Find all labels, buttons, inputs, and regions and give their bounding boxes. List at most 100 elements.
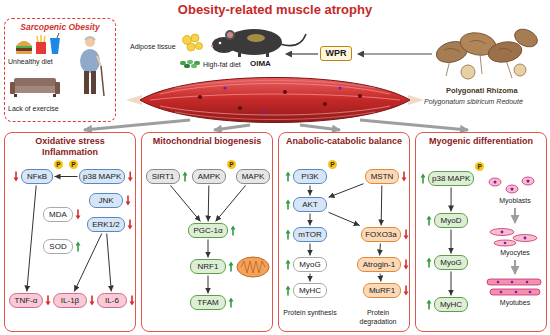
outcome-label: Protein synthesis — [280, 308, 340, 317]
elderly-person-icon — [80, 49, 100, 73]
arrow-connector — [208, 276, 209, 294]
node-text: MyHC — [297, 285, 323, 296]
rhizome-illustration — [487, 39, 524, 65]
muscle-cell-icons — [522, 177, 534, 185]
change-arrow — [427, 258, 432, 268]
phosphorylation-mark: P — [54, 160, 63, 169]
molecule-box: MyHC — [293, 283, 327, 298]
change-arrow — [286, 230, 291, 240]
pathway-arrows — [300, 125, 340, 130]
rhizome-illustration — [506, 60, 512, 78]
change-arrow — [427, 258, 432, 262]
molecule-box: NFκB — [21, 169, 53, 184]
mitochondrion-icon — [241, 261, 265, 273]
arrow-connector — [208, 240, 209, 258]
panel-box: Mitochondrial biogenesisSIRT1AMPKMAPKPGC… — [141, 132, 273, 332]
change-arrow — [287, 203, 289, 210]
change-arrow — [129, 172, 131, 179]
rhizome-illustration — [480, 54, 482, 74]
panel-heading: Anabolic-catabolic balance — [279, 133, 409, 147]
change-arrow — [129, 220, 131, 227]
molecule-box: MAPK — [236, 169, 270, 184]
couch-icon — [14, 78, 56, 87]
change-arrow — [76, 242, 81, 252]
molecule-box: MyoG — [293, 257, 327, 272]
change-arrow — [47, 296, 49, 303]
molecule-box: p38 MAPK — [428, 171, 474, 186]
change-arrow — [130, 302, 135, 306]
arrow-connector — [451, 188, 452, 212]
molecule-box: NRF1 — [190, 259, 226, 274]
panel-box: Anabolic-catabolic balancePI3KMSTNAKTmTO… — [278, 132, 410, 332]
annotation-label: Lack of exercise — [8, 104, 59, 113]
node-text: AKT — [297, 199, 323, 210]
node-text: FOXO3a — [365, 229, 397, 240]
change-arrow — [404, 292, 409, 296]
muscle-illustration — [175, 81, 375, 89]
node-text: ERK1/2 — [91, 219, 121, 230]
change-arrow — [427, 300, 432, 304]
change-arrow — [230, 301, 232, 308]
change-arrow — [183, 172, 188, 176]
mitochondrion-icon — [237, 257, 269, 277]
muscle-illustration — [126, 78, 424, 123]
change-arrow — [405, 230, 407, 237]
muscle-cell-icons — [506, 185, 518, 193]
molecule-box: Atrogin-1 — [357, 257, 401, 272]
elderly-person-icon — [101, 66, 104, 96]
muscle-cell-icons — [524, 237, 527, 240]
change-arrow — [90, 302, 95, 306]
junk-food-icon — [16, 33, 60, 54]
couch-icon — [14, 94, 17, 97]
change-arrow — [404, 266, 409, 270]
muscle-illustration — [160, 106, 390, 115]
muscle-illustration — [283, 90, 287, 94]
mouse-icon — [211, 29, 318, 57]
node-text: IL-6 — [101, 295, 123, 306]
panel-heading: Oxidative stress Inflammation — [5, 133, 135, 158]
node-text: MAPK — [240, 171, 266, 182]
muscle-cell-icons — [490, 289, 540, 295]
couch-icon — [53, 94, 56, 97]
change-arrow — [286, 260, 291, 264]
change-arrow — [14, 178, 19, 182]
arrow-connector — [55, 176, 78, 177]
junk-food-icon — [44, 36, 45, 42]
muscle-cell-icons — [494, 181, 497, 184]
change-arrow — [127, 196, 129, 203]
node-text: JNK — [93, 195, 119, 206]
mouse-icon — [225, 30, 235, 40]
molecule-box: PGC-1α — [188, 223, 228, 238]
elderly-person-icon — [97, 56, 101, 66]
change-arrow — [126, 196, 131, 206]
arrow-connector — [381, 186, 383, 226]
change-indicators — [14, 172, 432, 310]
elderly-person-icon — [85, 37, 95, 47]
muscle-cell-icons — [515, 291, 518, 294]
annotation-label: Adipose tissue — [130, 42, 176, 51]
node-text: NRF1 — [194, 261, 222, 272]
muscle-illustration — [223, 86, 226, 89]
change-arrow — [77, 210, 79, 217]
model-label: OIMA — [250, 59, 271, 68]
change-arrow — [427, 216, 432, 220]
change-arrow — [405, 286, 407, 293]
muscle-illustration — [323, 102, 327, 106]
node-text: MyoD — [438, 215, 464, 226]
arrow-connector — [27, 186, 36, 292]
herb-name: Polygonati Rhizoma — [446, 86, 518, 95]
junk-food-icon — [16, 46, 32, 48]
change-arrow — [229, 298, 234, 308]
node-text: MyoG — [438, 257, 464, 268]
change-arrow — [404, 236, 409, 240]
change-arrow — [422, 177, 424, 184]
arrow-connector — [451, 230, 452, 254]
panel-heading: Sarcopenic Obesity — [5, 19, 115, 32]
node-text: PGC-1α — [192, 225, 224, 236]
panel-heading: Mitochondrial biogenesis — [142, 133, 272, 147]
muscle-cell-icons — [514, 208, 516, 223]
marker-box: MDA — [43, 207, 73, 222]
junk-food-icon — [36, 42, 46, 54]
